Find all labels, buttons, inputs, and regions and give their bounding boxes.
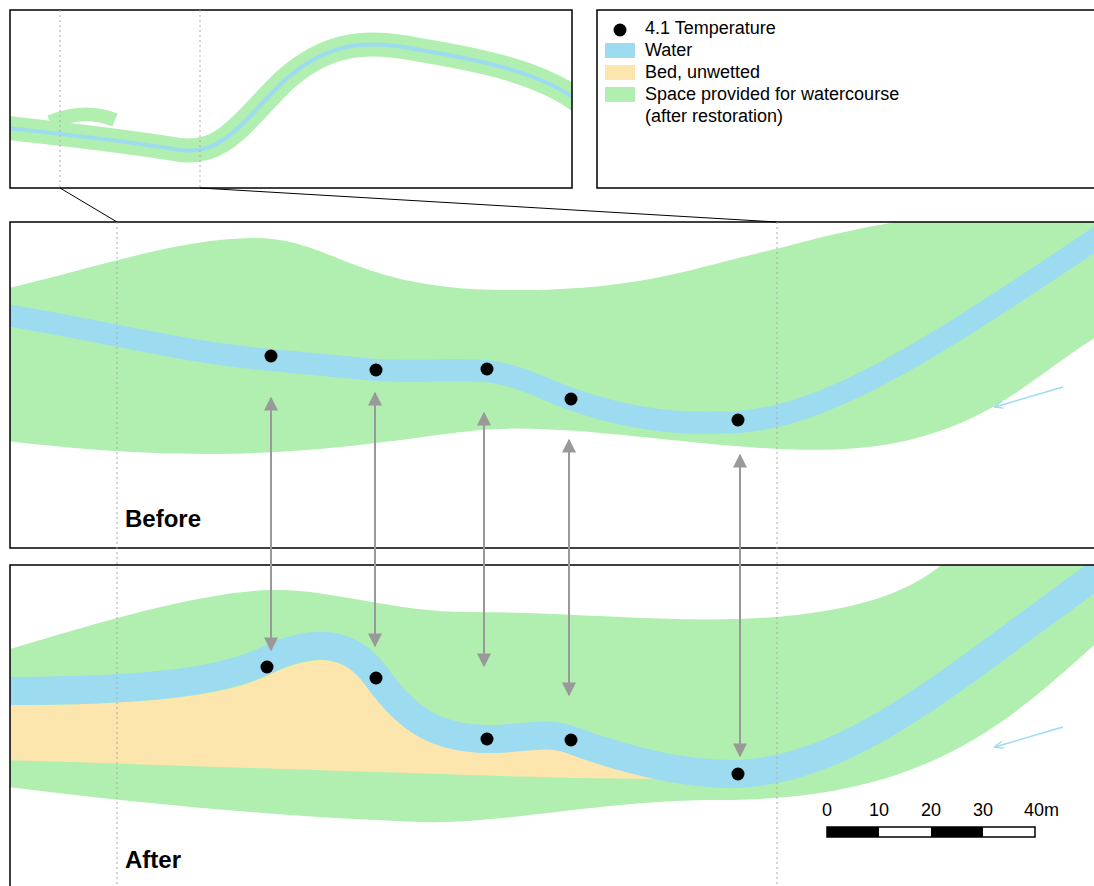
legend-text: 4.1 Temperature: [645, 18, 945, 40]
correspondence-arrows: [271, 393, 740, 756]
legend-text: Space provided for watercourse (after re…: [645, 84, 945, 127]
scale-number: 30: [973, 800, 993, 822]
scale-number: 40m: [1024, 800, 1059, 822]
legend-swatch: [605, 87, 635, 102]
panel-title: After: [125, 846, 181, 875]
legend-text: Water: [645, 40, 945, 62]
after-map: [10, 565, 1094, 822]
legend-text: Bed, unwetted: [645, 62, 945, 84]
scale-number: 20: [921, 800, 941, 822]
legend-swatch: [605, 65, 635, 80]
legend-swatch: [605, 43, 635, 58]
before-map: [10, 222, 1094, 454]
scale-number: 0: [822, 800, 832, 822]
scale-bar: [827, 827, 1035, 837]
panel-title: Before: [125, 505, 201, 534]
overview-map: [10, 44, 572, 150]
scale-number: 10: [869, 800, 889, 822]
